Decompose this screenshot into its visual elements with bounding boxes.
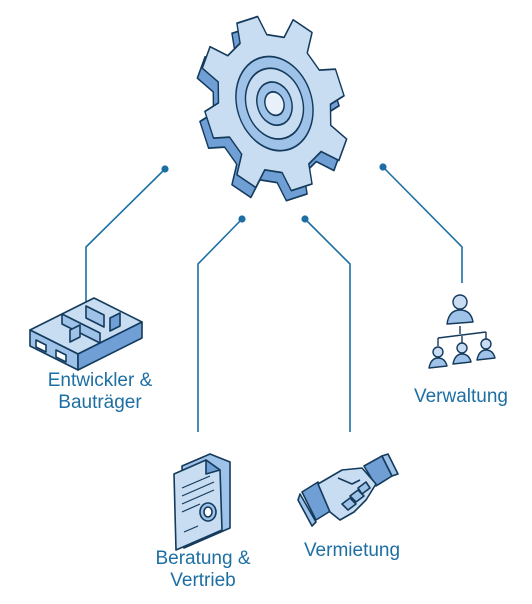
label-entwickler-line1: Entwickler & <box>47 370 153 391</box>
connector-lines <box>85 166 463 432</box>
gear-icon <box>196 15 348 202</box>
connector-dot-verwaltung <box>379 163 387 171</box>
label-entwickler-line2: Bauträger <box>58 392 142 413</box>
connector-entwickler <box>85 168 166 306</box>
label-verwaltung: Verwaltung <box>392 386 530 408</box>
label-beratung-line2: Vertrieb <box>170 570 236 591</box>
document-contract-icon <box>173 453 231 551</box>
connector-dot-vermietung <box>301 215 309 223</box>
building-floorplan-icon <box>29 297 143 371</box>
label-entwickler-bautraeger: Entwickler & Bauträger <box>10 370 190 414</box>
connector-dot-beratung <box>238 215 246 223</box>
label-verwaltung-line1: Verwaltung <box>413 386 508 407</box>
label-vermietung-line1: Vermietung <box>303 540 401 561</box>
label-beratung-line1: Beratung & <box>155 548 251 569</box>
connector-dots <box>161 163 387 223</box>
connector-beratung <box>197 218 243 432</box>
label-beratung-vertrieb: Beratung & Vertrieb <box>128 548 278 592</box>
connector-dot-entwickler <box>161 165 169 173</box>
org-chart-people-icon <box>428 294 496 369</box>
connector-verwaltung <box>382 166 463 283</box>
label-vermietung: Vermietung <box>278 540 426 562</box>
connector-vermietung <box>304 218 351 432</box>
handshake-icon <box>297 453 399 527</box>
